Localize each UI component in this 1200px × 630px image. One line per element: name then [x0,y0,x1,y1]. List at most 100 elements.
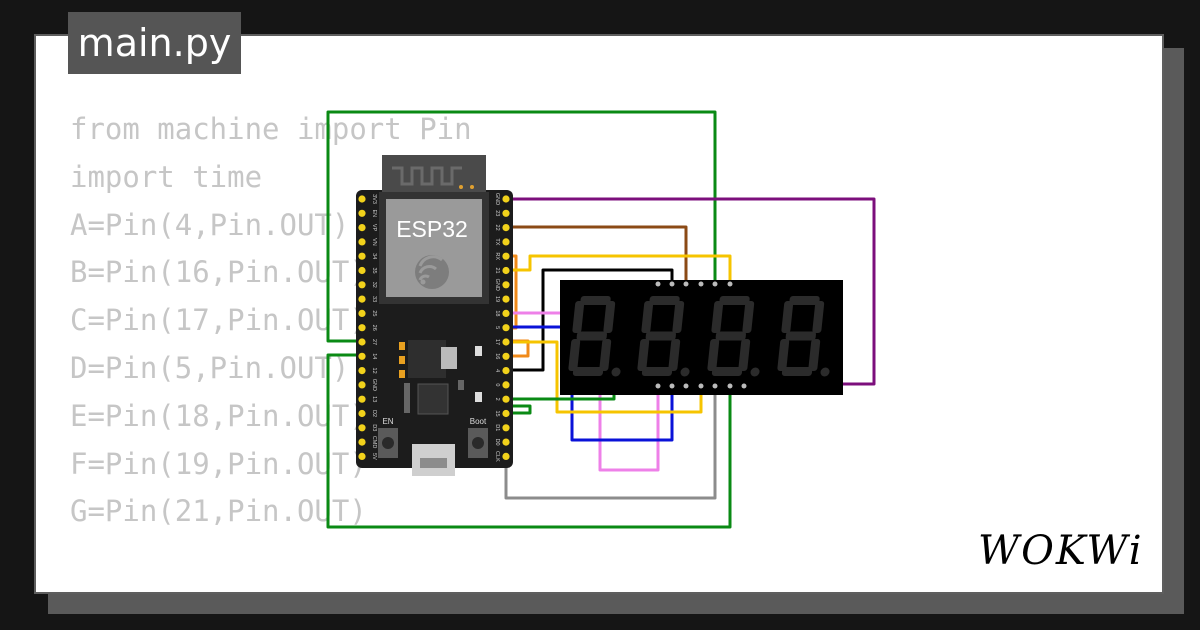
seven-segment-display[interactable] [560,280,843,395]
wire[interactable] [506,325,674,442]
pin-label: 22 [494,225,500,231]
pin-14[interactable] [358,352,366,360]
pin-0[interactable] [502,381,510,389]
boot-button-label: Boot [470,417,487,426]
wire[interactable] [504,386,717,500]
wire[interactable] [326,110,717,343]
pin-22[interactable] [502,224,510,232]
usb-port[interactable] [412,444,455,476]
pin-CLK[interactable] [502,452,510,460]
display-pin[interactable] [683,383,689,389]
pin-34[interactable] [358,252,366,260]
segment [738,339,751,371]
pin-D2[interactable] [358,409,366,418]
pin-GND[interactable] [358,381,366,389]
display-pin[interactable] [698,383,704,389]
pin-label: VP [371,224,377,232]
segment [641,301,654,333]
pin-label: CMD [371,436,377,449]
pin-D1[interactable] [502,424,510,432]
display-pin[interactable] [741,383,747,389]
pin-VP[interactable] [358,224,366,232]
pin-26[interactable] [358,324,366,332]
segment [808,339,821,371]
pin-21[interactable] [502,266,510,275]
code-line: E=Pin(18,Pin.OUT) [70,398,367,433]
pin-label: 18 [494,310,500,316]
pin-5[interactable] [502,324,510,332]
en-button-label: EN [382,417,393,426]
pin-label: GND [494,193,500,205]
pin-19[interactable] [502,295,510,303]
pin-label: 0 [494,383,500,386]
file-tab[interactable]: main.py [68,12,241,74]
display-pin[interactable] [655,281,661,287]
left-header-pins: 3V3ENVPVN343532332526271412GND13D2D3CMD5… [358,194,377,460]
segment [785,331,816,341]
pin-label: 34 [371,253,377,259]
pin-label: 33 [371,296,377,302]
pin-GND[interactable] [502,281,510,289]
pin-13[interactable] [358,395,366,403]
esp32-board[interactable]: ESP32 EN Boot 3 [356,155,513,476]
pin-D0[interactable] [502,438,510,446]
digit [777,296,830,377]
board-label: ESP32 [396,216,468,242]
wokwi-logo[interactable]: WOKWi [978,528,1144,574]
display-pin[interactable] [669,383,675,389]
decimal-point [680,367,690,377]
display-pin[interactable] [655,383,661,389]
wire[interactable] [506,404,532,415]
display-pin[interactable] [712,383,718,389]
pin-3V3[interactable] [358,195,366,203]
pin-4[interactable] [502,367,510,375]
boot-button[interactable] [468,428,488,458]
pin-25[interactable] [358,309,366,317]
pin-23[interactable] [502,209,510,217]
pin-TX[interactable] [502,238,510,246]
pin-label: 27 [371,339,377,345]
pin-GND[interactable] [502,195,510,203]
decimal-point [750,367,760,377]
ldo-chip [408,340,446,378]
pin-32[interactable] [358,281,366,289]
display-pin[interactable] [698,281,704,287]
pin-2[interactable] [502,395,510,403]
pin-16[interactable] [502,352,510,360]
pin-label: 5V [371,453,377,460]
segment [719,296,750,305]
decimal-point [820,367,830,377]
pin-label: 2 [494,398,500,401]
pin-label: 19 [494,296,500,302]
segment [715,331,746,341]
pin-27[interactable] [358,338,366,346]
pin-EN[interactable] [358,209,366,217]
display-pin[interactable] [712,281,718,287]
display-pin[interactable] [683,281,689,287]
wire[interactable] [506,225,688,284]
pin-35[interactable] [358,266,366,275]
wire[interactable] [506,268,674,372]
pin-12[interactable] [358,367,366,375]
pin-15[interactable] [502,409,510,418]
pin-RX[interactable] [502,252,510,260]
antenna [382,155,486,193]
pin-D3[interactable] [358,424,366,432]
pin-18[interactable] [502,309,510,317]
wire[interactable] [506,254,732,286]
en-button[interactable] [378,428,398,458]
display-pin[interactable] [727,281,733,287]
wire[interactable] [326,353,732,529]
pin-VN[interactable] [358,238,366,246]
segment [777,339,790,371]
display-pin[interactable] [727,383,733,389]
pin-33[interactable] [358,295,366,303]
pin-label: 14 [371,353,377,359]
pin-17[interactable] [502,338,510,346]
display-pin[interactable] [669,281,675,287]
pin-5V[interactable] [358,452,366,460]
pin-CMD[interactable] [358,438,366,446]
usb-chip [417,383,449,415]
